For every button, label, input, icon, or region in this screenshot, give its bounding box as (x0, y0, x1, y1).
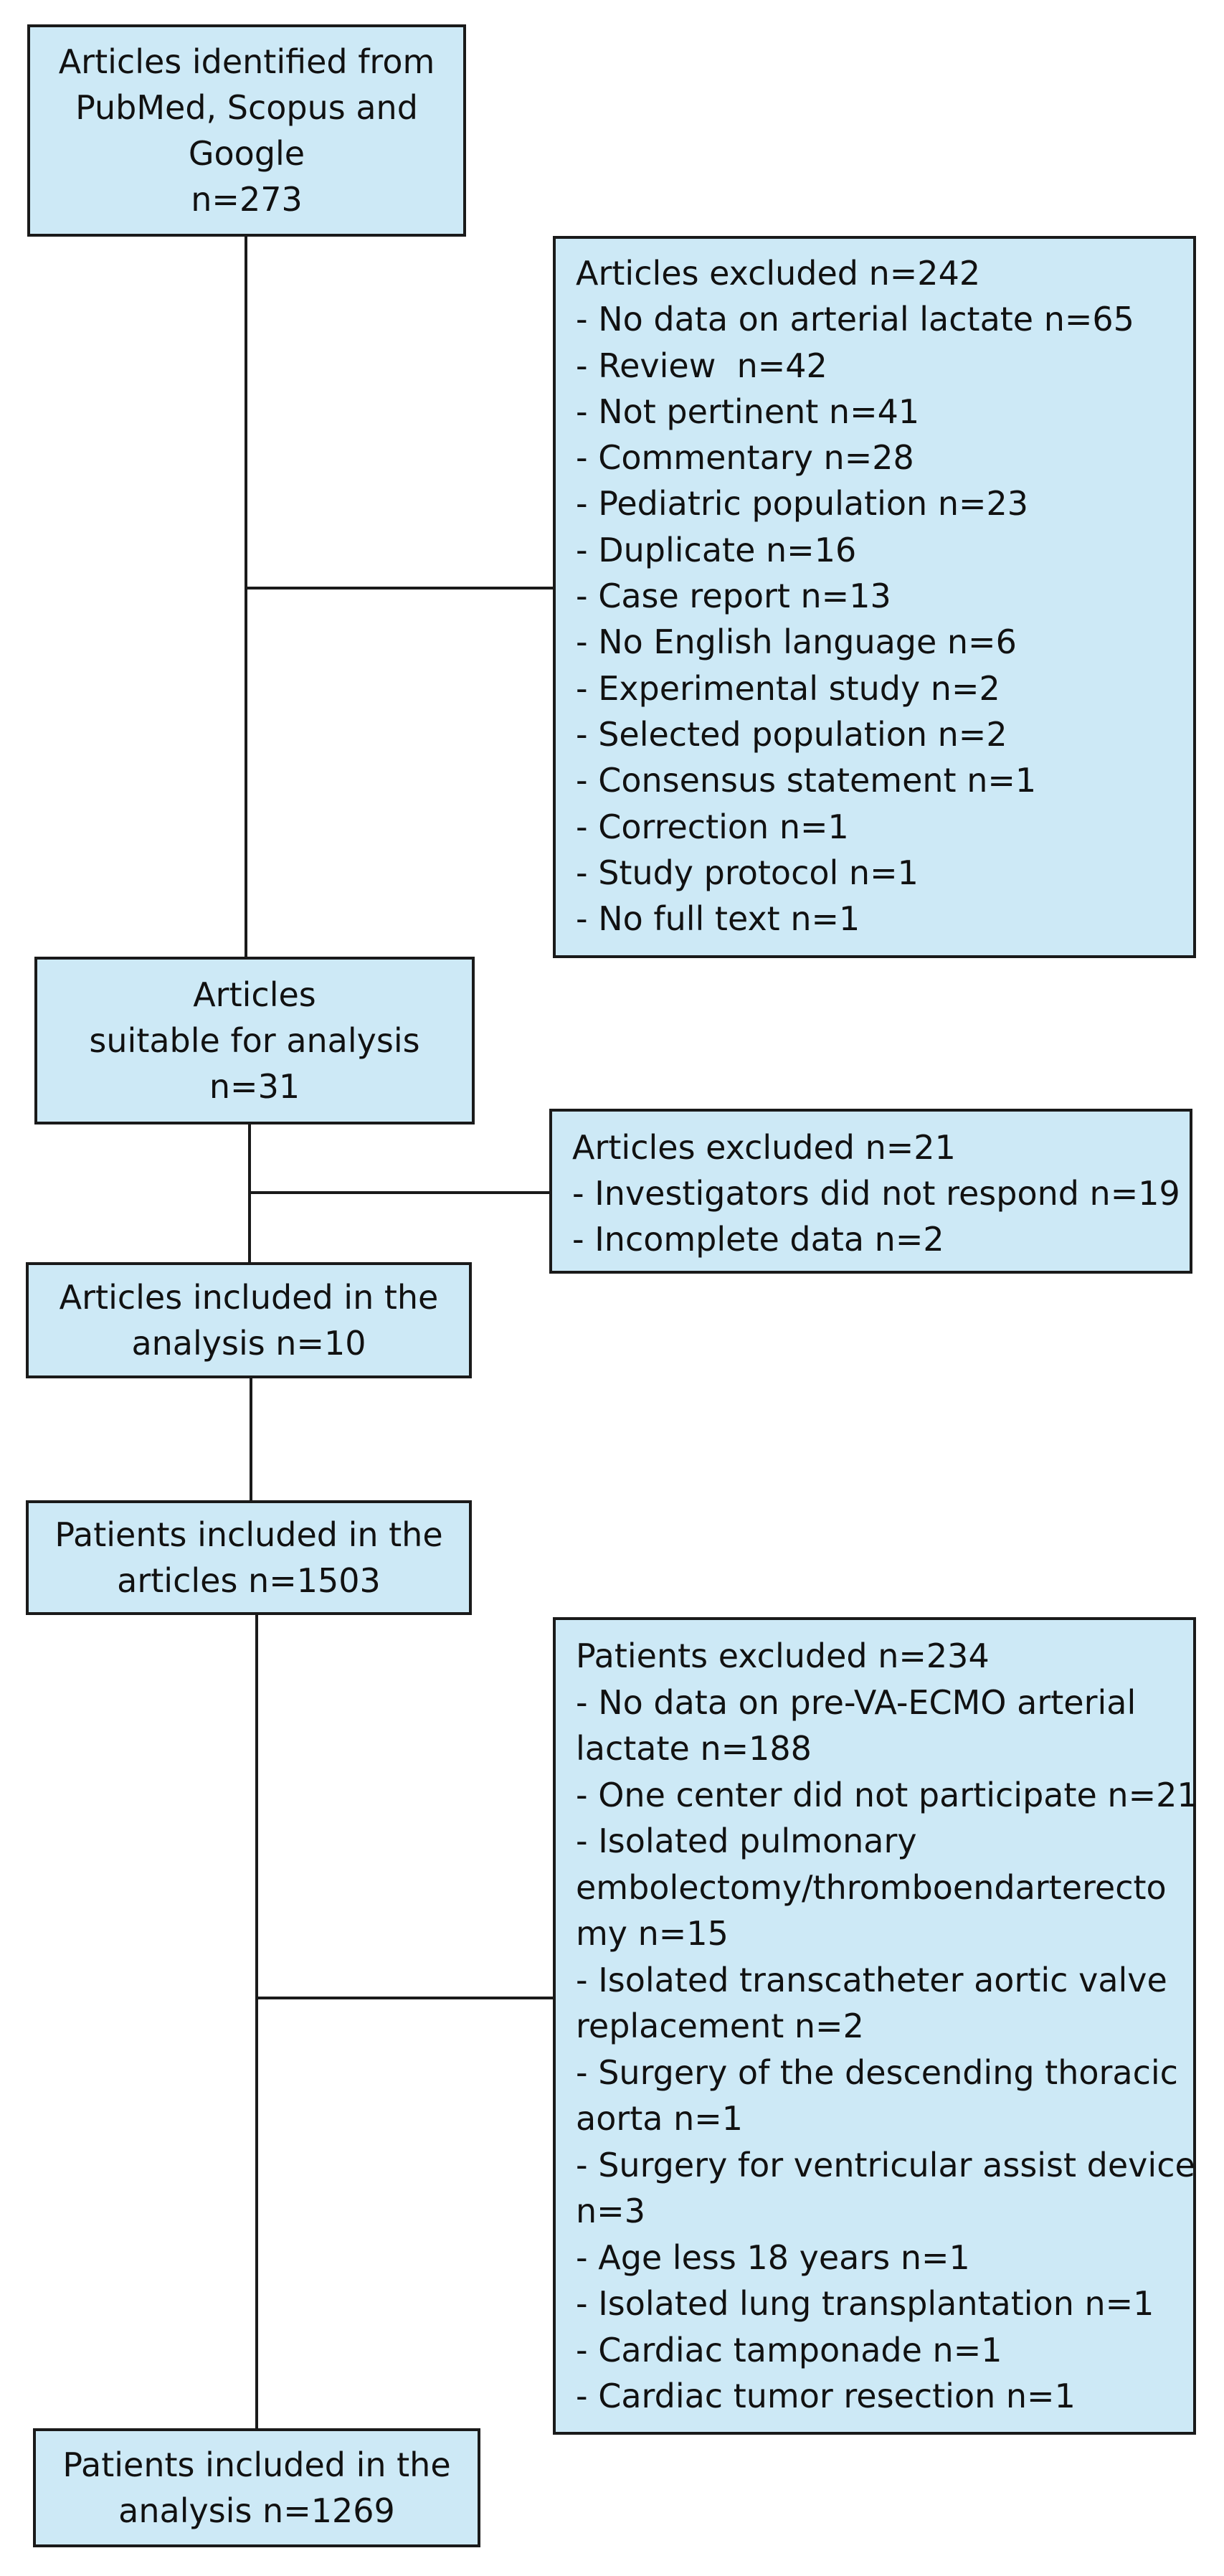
connector-branch-excluded-1 (245, 587, 553, 589)
box-line: Patients excluded n=234 (576, 1637, 990, 1675)
box-line: - No data on pre-VA-ECMO arterial (576, 1682, 1137, 1722)
box-line: suitable for analysis (89, 1021, 420, 1060)
connector-included-to-patients (250, 1378, 252, 1500)
box-articles-identified: Articles identified from PubMed, Scopus … (27, 24, 466, 237)
box-line: Patients included in the (54, 1515, 443, 1554)
connector-patients-to-final (255, 1615, 258, 2428)
box-line: Patients included in the (62, 2445, 451, 2484)
box-line: lactate n=188 (576, 1729, 812, 1768)
box-line: n=31 (209, 1067, 300, 1106)
box-line: PubMed, Scopus and (75, 88, 418, 127)
box-line: - Not pertinent n=41 (576, 392, 920, 431)
box-line: analysis n=1269 (118, 2491, 395, 2530)
box-patients-excluded-234: Patients excluded n=234 - No data on pre… (553, 1617, 1198, 2435)
box-line: Articles included in the (59, 1278, 439, 1317)
box-line: - Duplicate n=16 (576, 530, 857, 569)
box-articles-included: Articles included in the analysis n=10 (26, 1262, 472, 1378)
box-articles-excluded-242: Articles excluded n=242 - No data on art… (553, 236, 1196, 958)
box-line: Articles (193, 975, 316, 1014)
box-line: - Pediatric population n=23 (576, 484, 1029, 524)
connector-identified-to-suitable (245, 237, 247, 957)
box-line: - Consensus statement n=1 (576, 761, 1037, 800)
box-line: - Commentary n=28 (576, 438, 914, 478)
connector-branch-excluded-2 (248, 1191, 549, 1194)
box-patients-included: Patients included in the articles n=1503 (26, 1500, 472, 1615)
box-line: - Cardiac tumor resection n=1 (576, 2377, 1076, 2415)
box-line: analysis n=10 (131, 1324, 366, 1363)
box-line: - Incomplete data n=2 (572, 1220, 944, 1259)
box-line: - No data on arterial lactate n=65 (576, 300, 1134, 339)
box-line: - Investigators did not respond n=19 (572, 1174, 1180, 1213)
box-articles-excluded-21: Articles excluded n=21 - Investigators d… (549, 1109, 1192, 1274)
box-line: Google (188, 134, 305, 173)
box-line: - Selected population n=2 (576, 714, 1007, 754)
box-line: - Isolated transcatheter aortic valve (576, 1960, 1167, 1999)
box-line: Articles excluded n=242 (576, 254, 981, 293)
box-line: - Case report n=13 (576, 577, 891, 616)
box-line: - No English language n=6 (576, 622, 1017, 662)
box-line: n=3 (576, 2192, 645, 2230)
box-line: Articles identified from (58, 42, 435, 81)
box-line: replacement n=2 (576, 2007, 864, 2045)
box-line: Articles excluded n=21 (572, 1128, 956, 1167)
box-line: - Review n=42 (576, 346, 827, 385)
box-line: aorta n=1 (576, 2099, 744, 2138)
box-line: - Correction n=1 (576, 807, 849, 846)
box-line: embolectomy/thromboendarterecto (576, 1867, 1167, 1907)
connector-branch-excluded-3 (255, 1997, 553, 1999)
box-line: - Study protocol n=1 (576, 853, 919, 892)
box-line: my n=15 (576, 1914, 729, 1953)
box-line: - Isolated pulmonary (576, 1822, 917, 1860)
box-line: - Age less 18 years n=1 (576, 2238, 970, 2277)
box-line: - Experimental study n=2 (576, 668, 1000, 708)
box-line: - Isolated lung transplantation n=1 (576, 2284, 1154, 2323)
box-line: n=273 (191, 180, 303, 219)
box-line: - Surgery of the descending thoracic (576, 2052, 1178, 2092)
box-line: articles n=1503 (117, 1561, 381, 1600)
box-line: - Surgery for ventricular assist device (576, 2145, 1195, 2184)
box-line: - Cardiac tamponade n=1 (576, 2330, 1002, 2369)
box-line: - One center did not participate n=21 (576, 1775, 1198, 1814)
box-line: - No full text n=1 (576, 899, 860, 939)
box-articles-suitable: Articles suitable for analysis n=31 (34, 957, 475, 1124)
box-patients-final: Patients included in the analysis n=1269 (33, 2428, 480, 2547)
